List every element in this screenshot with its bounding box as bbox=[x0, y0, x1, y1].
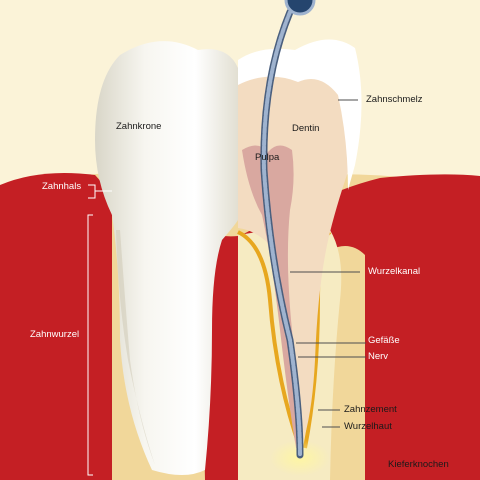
instrument-handle bbox=[284, 0, 316, 16]
label-wurzelkanal: Wurzelkanal bbox=[368, 266, 421, 277]
enamel-area bbox=[238, 39, 362, 190]
leader-lines bbox=[290, 99, 366, 428]
label-nerv: Nerv bbox=[368, 351, 389, 362]
label-zahnwurzel: Zahnwurzel bbox=[30, 329, 80, 340]
label-zahnzement: Zahnzement bbox=[344, 404, 397, 415]
label-pulpa: Pulpa bbox=[255, 152, 280, 163]
label-wurzelhaut: Wurzelhaut bbox=[344, 421, 392, 432]
pulp-area bbox=[242, 145, 300, 449]
label-gefaesse: Gefäße bbox=[368, 335, 400, 346]
gum-left bbox=[0, 172, 112, 480]
tooth-left-half bbox=[95, 41, 238, 475]
dental-instrument-inner bbox=[261, 10, 302, 457]
label-kieferknochen: Kieferknochen bbox=[388, 459, 449, 470]
label-dentin: Dentin bbox=[292, 123, 320, 134]
label-zahnhals: Zahnhals bbox=[42, 181, 82, 192]
label-zahnkrone: Zahnkrone bbox=[116, 121, 162, 132]
bracket-lines bbox=[87, 184, 112, 476]
tooth-root-shadow bbox=[116, 230, 155, 465]
label-zahnschmelz: Zahnschmelz bbox=[366, 94, 423, 105]
